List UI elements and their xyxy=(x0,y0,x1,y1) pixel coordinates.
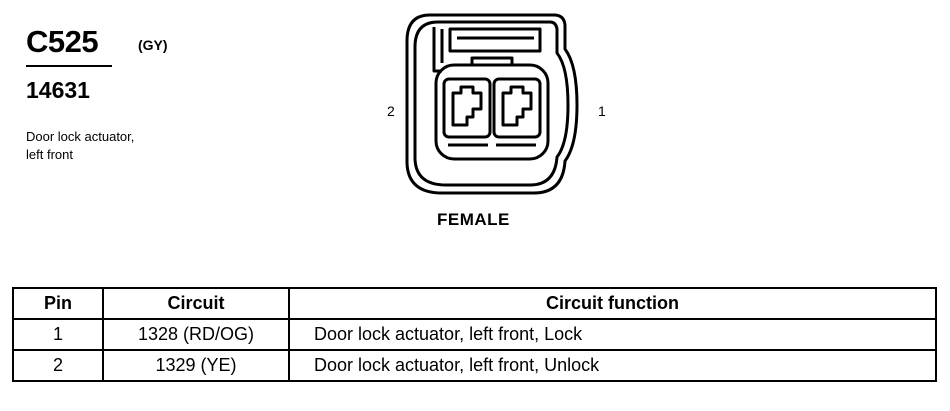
header-pin: Pin xyxy=(12,287,104,320)
table-header-row: Pin Circuit Circuit function xyxy=(12,287,937,320)
table-row: 2 1329 (YE) Door lock actuator, left fro… xyxy=(12,349,937,382)
cell-pin: 1 xyxy=(12,318,104,351)
code-underline xyxy=(26,65,112,67)
connector-mating-face xyxy=(434,63,550,161)
connector-description: Door lock actuator, left front xyxy=(26,128,134,164)
connector-top-bracket xyxy=(448,27,542,53)
cell-circuit: 1329 (YE) xyxy=(102,349,290,382)
connector-gender-label: FEMALE xyxy=(437,210,510,229)
description-line-1: Door lock actuator, xyxy=(26,129,135,144)
pin-2-label: 2 xyxy=(387,103,395,119)
cell-circuit-function: Door lock actuator, left front, Lock xyxy=(288,318,937,351)
pin-2-terminal-slot xyxy=(451,85,483,127)
header-circuit: Circuit xyxy=(102,287,290,320)
pin-1-label: 1 xyxy=(598,103,606,119)
cell-circuit: 1328 (RD/OG) xyxy=(102,318,290,351)
table-row: 1 1328 (RD/OG) Door lock actuator, left … xyxy=(12,318,937,351)
pin-1-terminal-slot xyxy=(501,85,533,127)
connector-keyway xyxy=(470,56,514,65)
part-number: 14631 xyxy=(26,77,90,103)
connector-outer-shell xyxy=(405,13,579,195)
cell-circuit-function: Door lock actuator, left front, Unlock xyxy=(288,349,937,382)
header-circuit-function: Circuit function xyxy=(288,287,937,320)
connector-color-code: (GY) xyxy=(138,37,168,53)
cavity-2-housing xyxy=(442,77,492,139)
connector-face-diagram xyxy=(405,13,579,195)
pin-table: Pin Circuit Circuit function 1 1328 (RD/… xyxy=(12,287,937,382)
cavity-1-housing xyxy=(492,77,542,139)
cell-pin: 2 xyxy=(12,349,104,382)
connector-code: C525 xyxy=(26,24,99,59)
connector-inner-shell xyxy=(413,20,570,187)
description-line-2: left front xyxy=(26,147,73,162)
